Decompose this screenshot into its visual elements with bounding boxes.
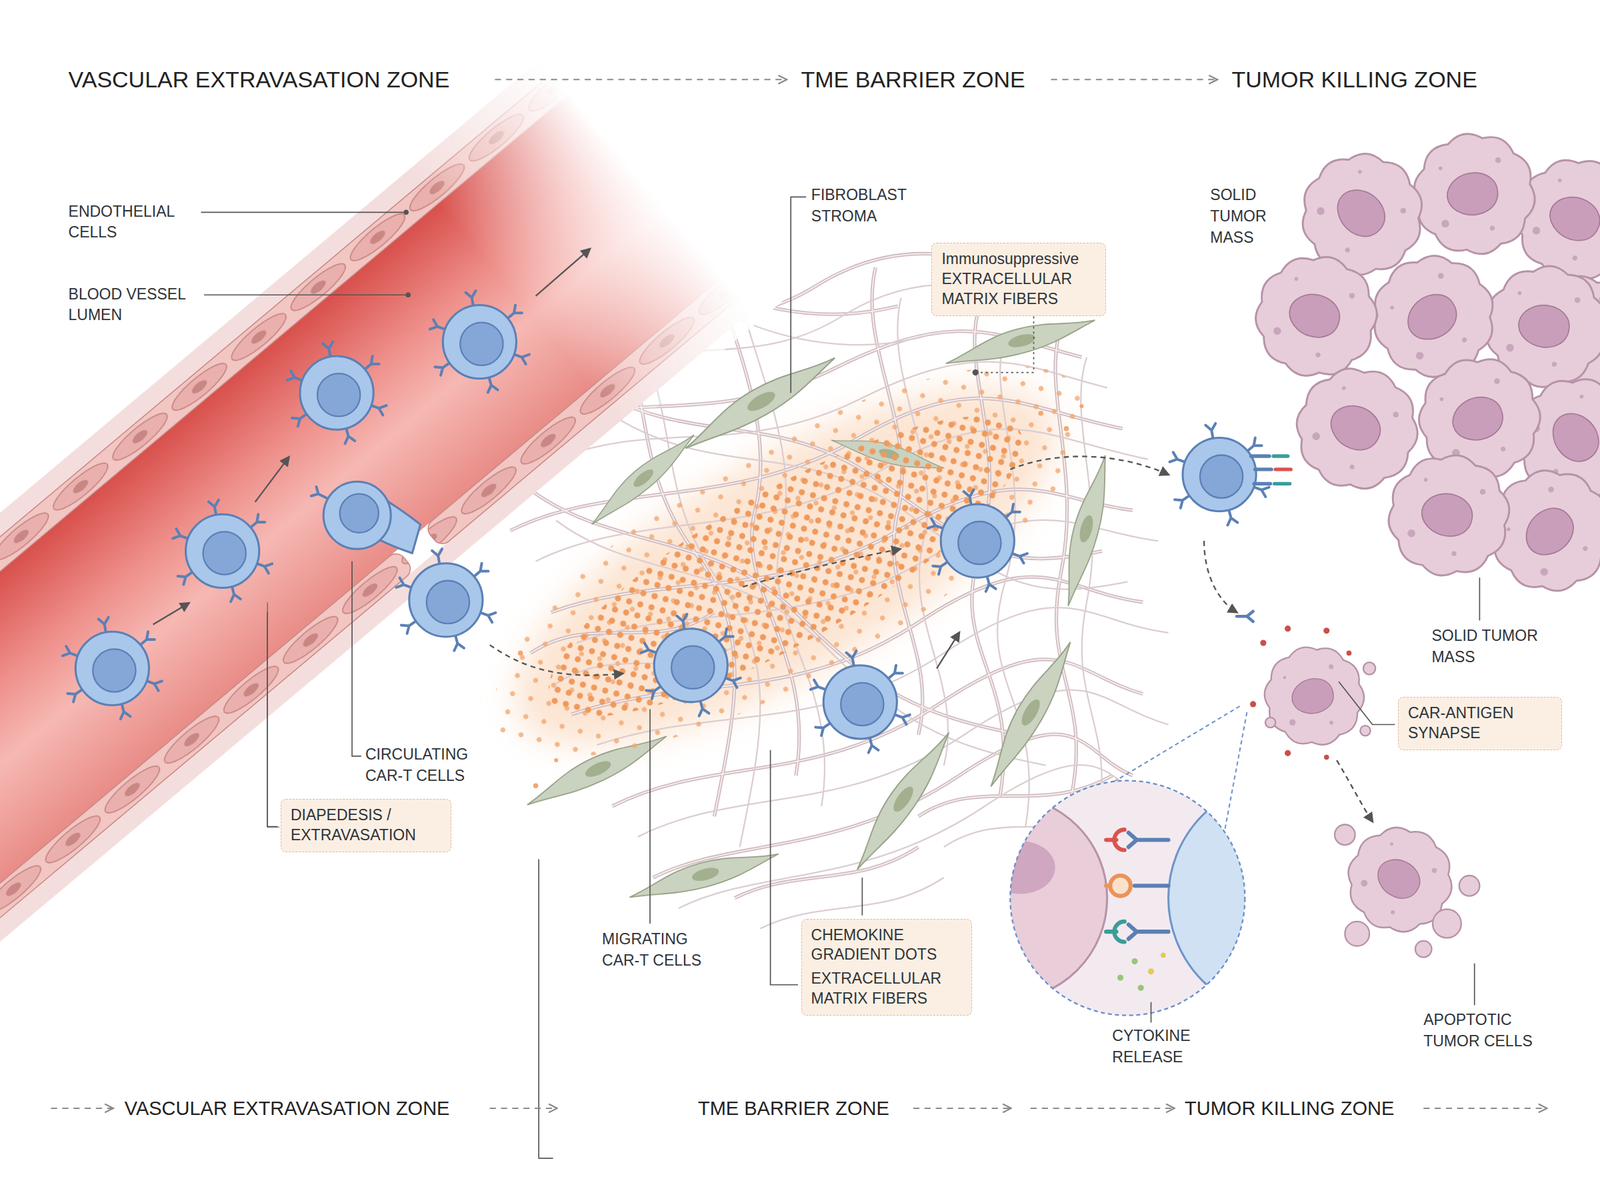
zone-footer: VASCULAR EXTRAVASATION ZONE [124, 1094, 450, 1122]
synapse-receptors [1251, 456, 1292, 484]
part-label: BLOOD VESSEL LUMEN [68, 284, 202, 326]
callout-text: EXTRACELLULAR MATRIX FIBERS [811, 968, 962, 1009]
part-label: SOLID TUMOR MASS [1431, 625, 1558, 668]
part-label: FIBROBLAST STROMA [811, 184, 928, 227]
leader-lines [201, 196, 1480, 1158]
zone-footer: TME BARRIER ZONE [698, 1094, 890, 1122]
synapse-zoom [903, 706, 1404, 1020]
part-label: CIRCULATING CAR-T CELLS [365, 744, 492, 786]
part-label: APOPTOTIC TUMOR CELLS [1423, 1009, 1557, 1052]
callout-text: Immunosuppressive EXTRACELLULAR MATRIX F… [941, 249, 1096, 310]
blood-vessel [0, 7, 816, 968]
callout-text: CHEMOKINE GRADIENT DOTS [811, 925, 962, 966]
zone-footer: TUMOR KILLING ZONE [1184, 1094, 1394, 1122]
zone-header: TUMOR KILLING ZONE [1231, 64, 1477, 96]
zone-arrows [51, 79, 1546, 1108]
callout-box: DIAPEDESIS / EXTRAVASATION [280, 798, 452, 852]
zone-header: TME BARRIER ZONE [801, 64, 1026, 96]
callout-box: CAR-ANTIGEN SYNAPSE [1398, 696, 1562, 750]
tumor-mass [1244, 124, 1600, 616]
part-label: ENDOTHELIAL CELLS [68, 201, 202, 244]
callout-text: DIAPEDESIS / EXTRAVASATION [290, 805, 442, 846]
part-label: MIGRATING CAR-T CELLS [602, 928, 729, 971]
lysed-tumor-cell [1236, 611, 1376, 760]
zone-header: VASCULAR EXTRAVASATION ZONE [68, 64, 450, 96]
apoptotic-cells [1330, 808, 1480, 957]
car-t-cells [62, 290, 1270, 753]
part-label: CYTOKINE RELEASE [1112, 1025, 1219, 1068]
part-label: SOLID TUMOR MASS [1210, 184, 1280, 248]
callout-box: Immunosuppressive EXTRACELLULAR MATRIX F… [931, 242, 1106, 316]
callout-text: CAR-ANTIGEN SYNAPSE [1408, 703, 1552, 744]
leader-dots [403, 209, 979, 376]
callout-box: CHEMOKINE GRADIENT DOTSEXTRACELLULAR MAT… [801, 918, 972, 1016]
